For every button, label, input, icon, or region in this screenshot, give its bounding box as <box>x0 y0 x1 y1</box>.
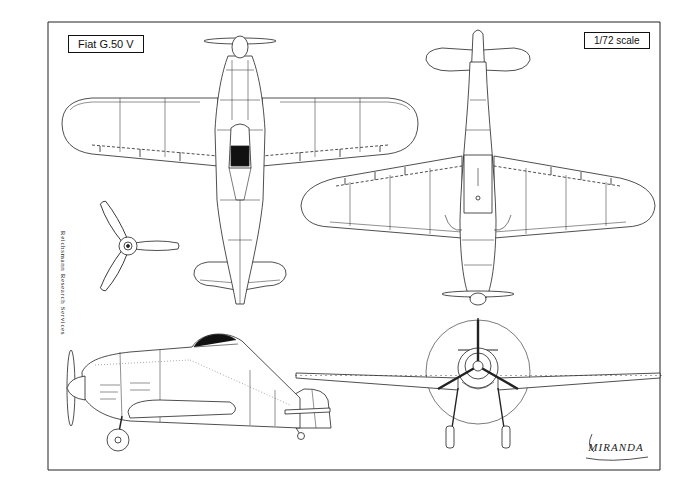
title-box: Fiat G.50 V <box>68 35 144 53</box>
front-view <box>295 318 662 448</box>
side-view <box>67 334 331 451</box>
top-view <box>62 36 418 304</box>
bottom-view <box>301 30 655 305</box>
propeller-detail <box>98 200 179 293</box>
credit-text: Reichsmann Research Services <box>59 231 67 335</box>
box-text: 1/72 scale <box>594 35 640 46</box>
artist-signature: MIRANDA <box>588 441 643 453</box>
scale-box: 1/72 scale <box>584 32 650 49</box>
box-text: Fiat G.50 V <box>78 38 134 50</box>
